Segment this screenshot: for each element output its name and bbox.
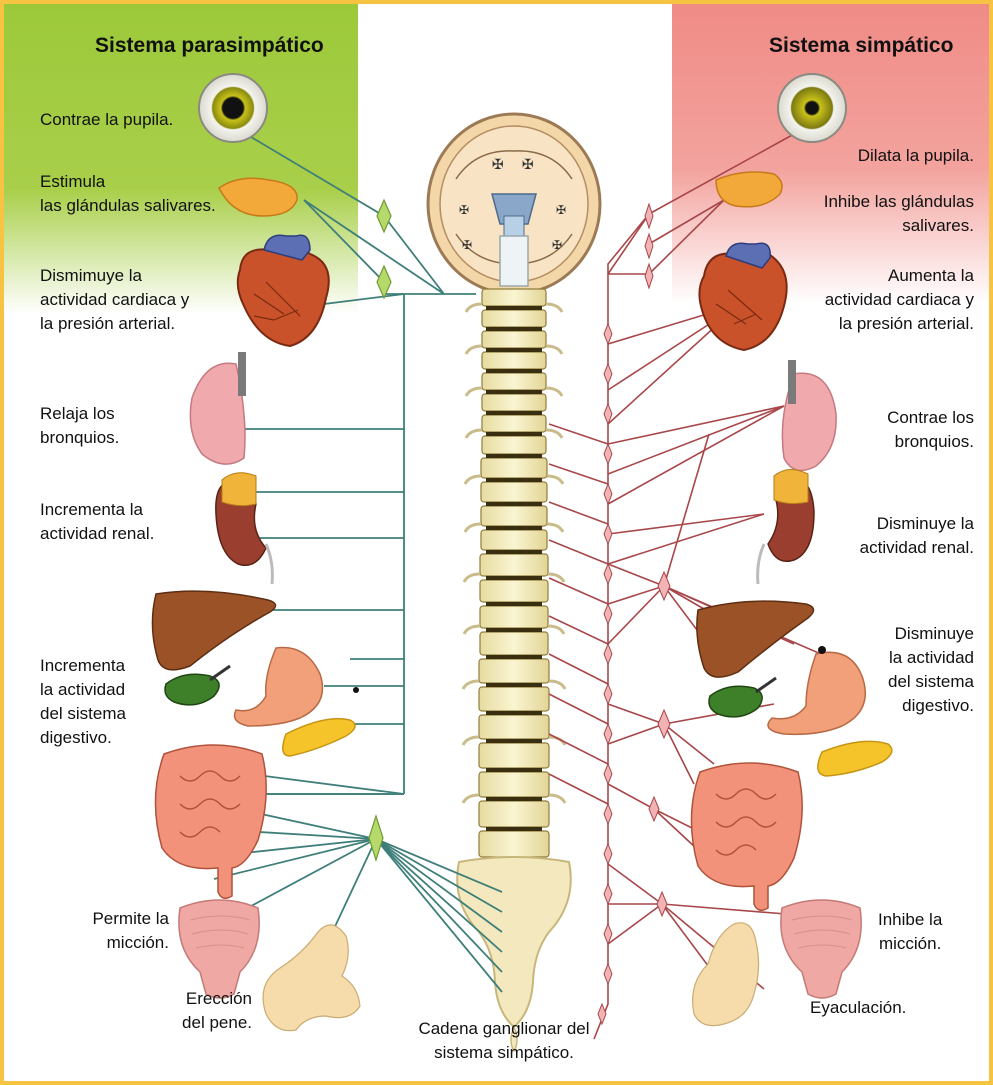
label-inhibe-glandulas: Inhibe las glándulas salivares. — [764, 190, 974, 238]
intestine-icon — [155, 745, 266, 898]
label-disminuye-cardiaca: Dismimuye la actividad cardiaca y la pre… — [40, 264, 189, 336]
parasympathetic-title: Sistema parasimpático — [95, 34, 324, 58]
kidney-icon — [216, 473, 273, 584]
label-contrae-pupila: Contrae la pupila. — [40, 108, 173, 132]
label-inhibe-miccion: Inhibe la micción. — [878, 908, 942, 956]
intestine-icon-right — [691, 763, 802, 910]
penis-icon — [263, 925, 360, 1031]
salivary-gland-icon — [219, 178, 297, 216]
svg-text:✠: ✠ — [459, 203, 469, 217]
label-permite-miccion: Permite la micción. — [54, 907, 169, 955]
gallbladder-icon — [165, 666, 230, 705]
svg-text:✠: ✠ — [556, 203, 566, 217]
label-eyaculacion: Eyaculación. — [810, 996, 906, 1020]
svg-text:✠: ✠ — [462, 238, 472, 252]
label-dilata-pupila: Dilata la pupila. — [764, 144, 974, 168]
pancreas-icon-right — [818, 741, 892, 776]
lung-icon — [190, 352, 246, 464]
label-contrae-bronquios: Contrae los bronquios. — [764, 406, 974, 454]
sympathetic-title: Sistema simpático — [769, 34, 953, 58]
svg-text:✠: ✠ — [492, 157, 504, 173]
label-aumenta-cardiaca: Aumenta la actividad cardiaca y la presi… — [764, 264, 974, 336]
label-ereccion-pene: Erección del pene. — [144, 987, 252, 1035]
bladder-icon — [179, 900, 259, 998]
label-disminuye-renal: Disminuye la actividad renal. — [764, 512, 974, 560]
sympathetic-ganglia — [598, 204, 670, 1024]
liver-icon — [152, 591, 275, 670]
pancreas-icon — [283, 719, 355, 756]
parasympathetic-ganglia — [369, 200, 391, 860]
label-estimula-glandulas: Estimula las glándulas salivares. — [40, 170, 216, 218]
label-relaja-bronquios: Relaja los bronquios. — [40, 402, 119, 450]
svg-text:✠: ✠ — [522, 157, 534, 173]
svg-text:✠: ✠ — [552, 238, 562, 252]
label-incrementa-digestivo: Incrementa la actividad del sistema dige… — [40, 654, 126, 750]
bladder-icon-right — [781, 900, 861, 998]
label-incrementa-renal: Incrementa la actividad renal. — [40, 498, 154, 546]
spinal-cord — [463, 236, 565, 857]
heart-icon — [238, 235, 329, 346]
eye-icon-right — [778, 74, 846, 142]
label-disminuye-digestivo: Disminuye la actividad del sistema diges… — [764, 622, 974, 718]
label-cadena-ganglionar: Cadena ganglionar del sistema simpático. — [404, 1017, 604, 1065]
eye-icon — [199, 74, 267, 142]
